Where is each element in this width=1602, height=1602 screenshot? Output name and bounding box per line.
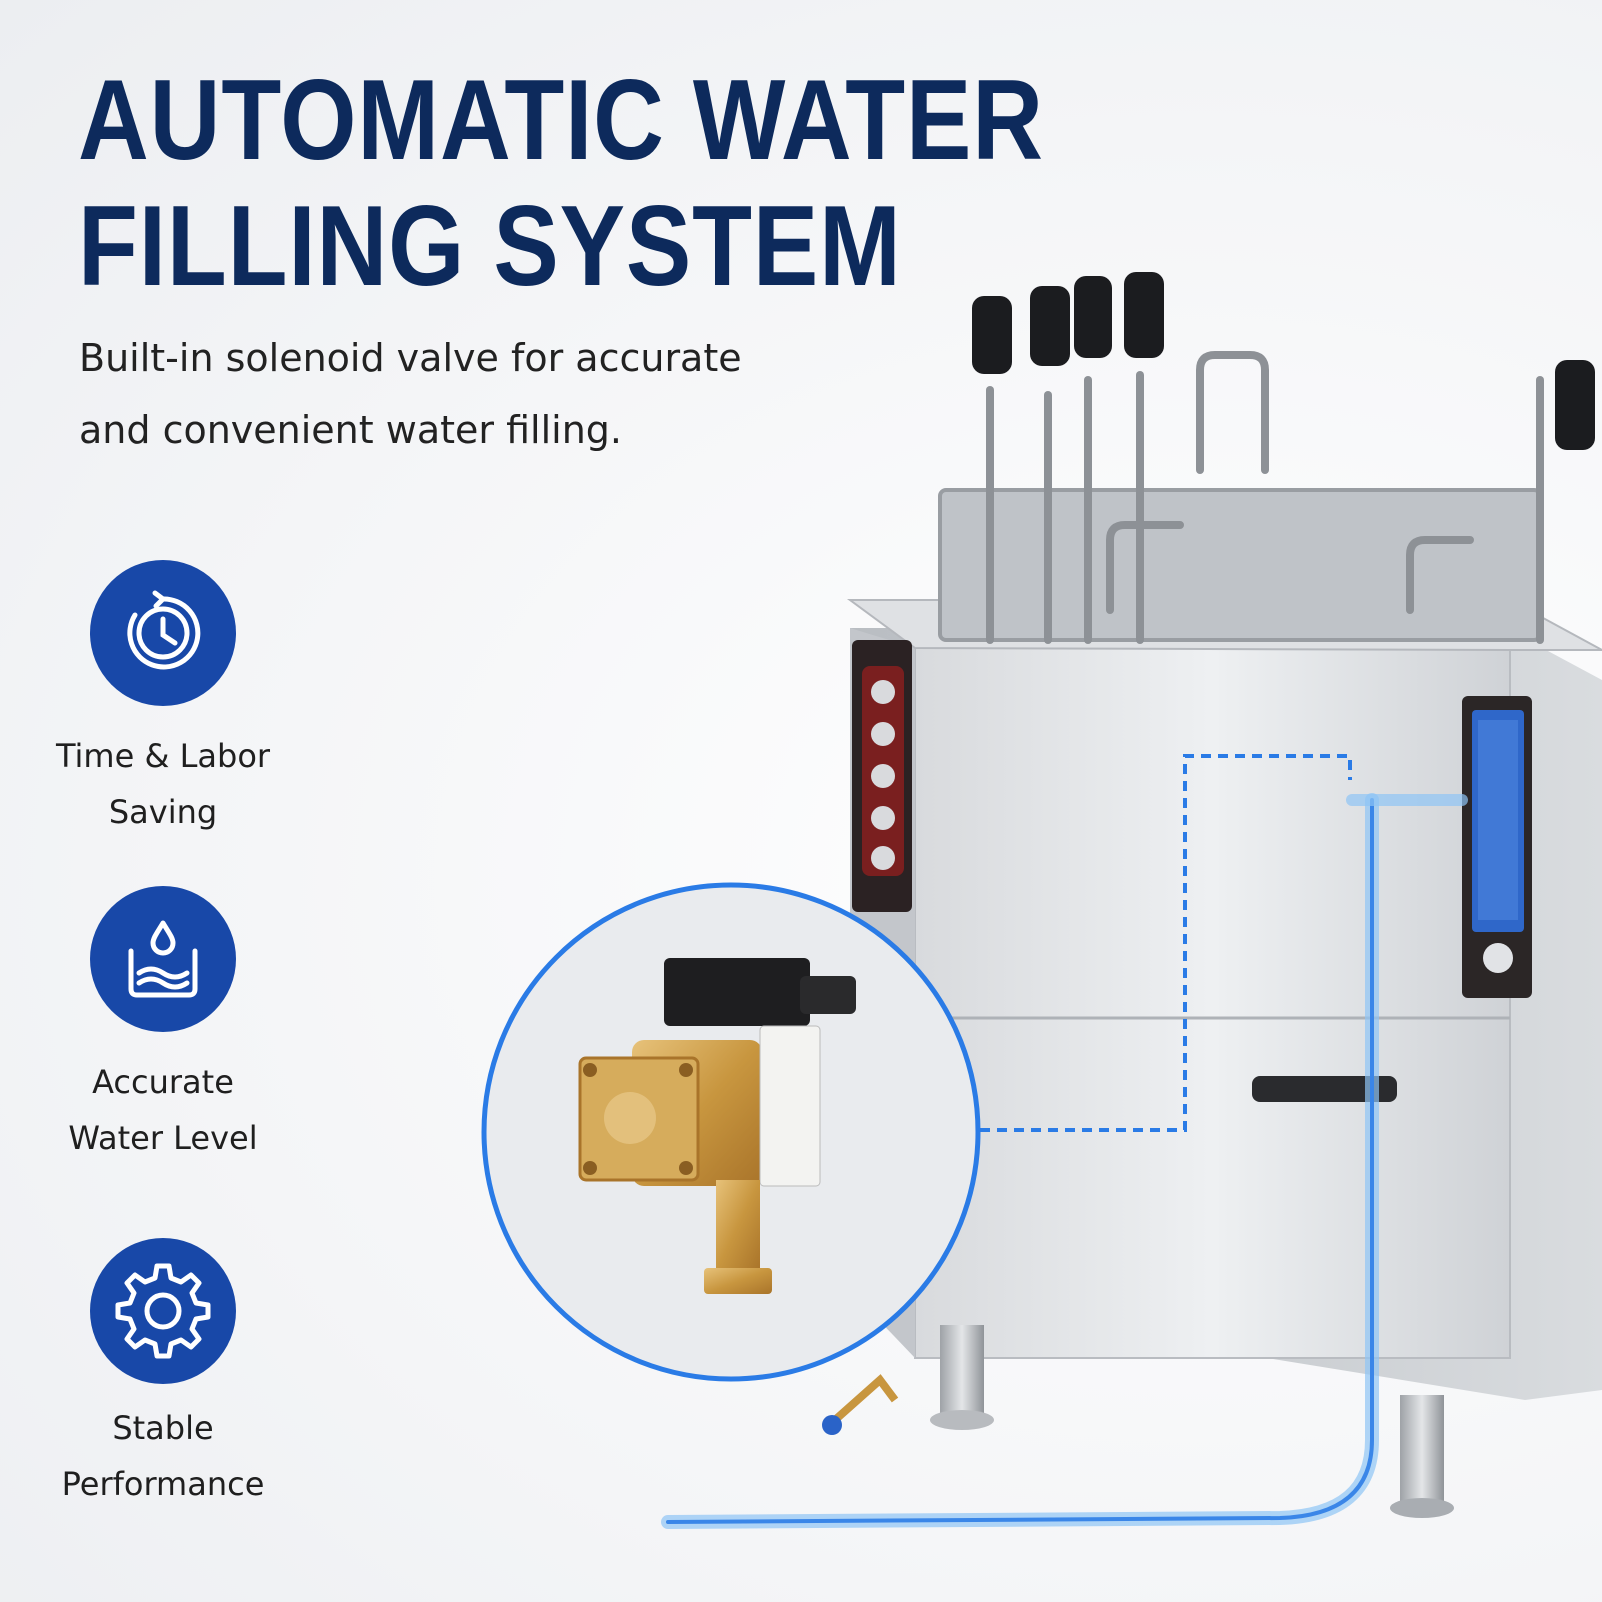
subtitle-line-2: and convenient water filling.: [79, 408, 622, 452]
feature-icon-circle: [90, 560, 236, 706]
water-level-icon: [128, 920, 198, 998]
feature-icon-circle: [90, 1238, 236, 1384]
control-panel-right: [1462, 696, 1532, 998]
page-title: AUTOMATIC WATER FILLING SYSTEM: [78, 58, 1044, 310]
gear-icon: [115, 1263, 211, 1359]
feature-label: Time & Labor Saving: [55, 737, 271, 831]
feature-accurate-water-level: Accurate Water Level: [13, 886, 313, 1166]
subtitle-line-1: Built-in solenoid valve for accurate: [79, 336, 742, 380]
feature-label: Accurate Water Level: [68, 1063, 258, 1157]
feature-time-labor-saving: Time & Labor Saving: [13, 560, 313, 840]
title-line-1: AUTOMATIC WATER: [78, 57, 1044, 184]
title-line-2: FILLING SYSTEM: [78, 183, 902, 310]
feature-label: Stable Performance: [61, 1409, 265, 1503]
basket-handle-caps: [972, 272, 1595, 450]
machine-legs: [930, 1325, 1454, 1518]
clock-icon: [127, 590, 201, 670]
solenoid-valve-zoom: [481, 882, 981, 1382]
control-panel-left: [852, 640, 912, 912]
fryer-baskets: [938, 351, 1544, 644]
subtitle: Built-in solenoid valve for accurate and…: [79, 322, 859, 466]
water-pipe-lines: [661, 754, 1468, 1529]
inlet-fitting: [822, 1374, 899, 1435]
feature-icon-circle: [90, 886, 236, 1032]
machine-body: [846, 599, 1602, 1400]
feature-stable-performance: Stable Performance: [13, 1238, 313, 1512]
